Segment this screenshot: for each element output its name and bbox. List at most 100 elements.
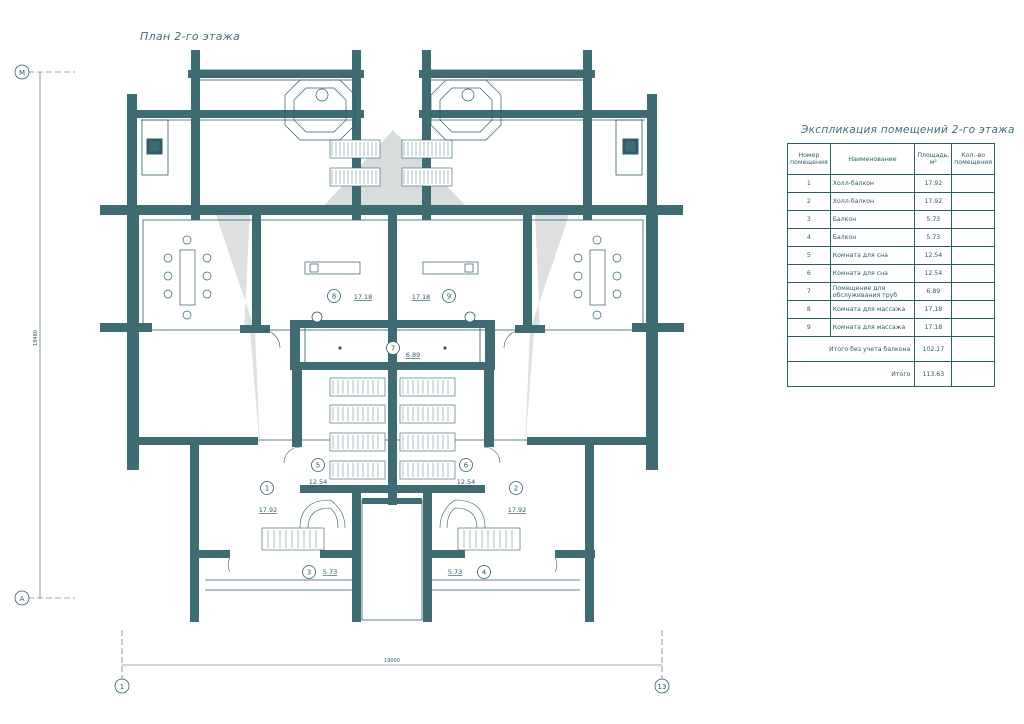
room-marker-circle: [302, 565, 316, 579]
row-count: [951, 228, 995, 247]
room-marker-circle: [327, 289, 341, 303]
total-row: Итого 113.63: [786, 361, 995, 387]
room-number: 4: [482, 569, 487, 577]
chimneys: [141, 119, 643, 176]
row-name: Помещение для обслуживания труб: [829, 282, 916, 301]
room-area: 17.18: [412, 293, 431, 301]
dimension-lines: [28, 71, 663, 682]
stairs: [261, 139, 521, 551]
stair-lines: [267, 142, 513, 548]
row-number: 3: [787, 210, 831, 229]
row-area: 17.92: [914, 174, 953, 193]
massage-tables: [304, 261, 479, 275]
row-number: 9: [787, 318, 831, 337]
row-area: 12.54: [914, 264, 953, 283]
row-number: 4: [787, 228, 831, 247]
row-name: Комната для массажа: [829, 300, 916, 319]
total-without-balcony-row: Итого без учета балкона 102.17: [786, 336, 995, 362]
row-count: [951, 246, 995, 265]
row-count: [951, 282, 995, 301]
height-dimension: 19480: [33, 330, 39, 346]
row-name: Комната для сна: [829, 246, 916, 265]
axis-label-left: 1: [120, 683, 124, 691]
row-number: 5: [787, 246, 831, 265]
row-count: [951, 210, 995, 229]
row-area: 5.73: [914, 228, 953, 247]
row-number: 1: [787, 174, 831, 193]
room-area: 17.18: [354, 293, 373, 301]
col-header-number: Номер помещения: [787, 143, 831, 175]
row-count: [951, 264, 995, 283]
row-area: 6.89: [914, 282, 953, 301]
fixtures: [311, 311, 476, 350]
room-number: 9: [447, 293, 451, 301]
room-area: 5.73: [323, 568, 337, 576]
axis-bubbles: [14, 64, 670, 694]
room-marker-circle: [386, 341, 400, 355]
spiral-stairs: [299, 499, 486, 529]
row-area: 17.92: [914, 192, 953, 211]
axis-bubble-right: [654, 678, 670, 694]
col-header-count: Кол.-во помещения: [951, 143, 995, 175]
axis-bubble-bottom: [14, 590, 30, 606]
width-dimension: 19000: [384, 658, 400, 664]
walls: [100, 50, 684, 622]
row-number: 2: [787, 192, 831, 211]
room-area: 12.54: [457, 478, 476, 486]
axis-bubble-left: [114, 678, 130, 694]
room-marker-circle: [509, 481, 523, 495]
row-count: [951, 192, 995, 211]
room-marker-circle: [311, 458, 325, 472]
row-area: 12.54: [914, 246, 953, 265]
row-number: 7: [787, 282, 831, 301]
room-number: 7: [391, 345, 395, 353]
row-area: 17.18: [914, 318, 953, 337]
room-number: 3: [307, 569, 311, 577]
room-number: 5: [316, 462, 320, 470]
row-area: 17.18: [914, 300, 953, 319]
total-without-balcony-value: 102.17: [914, 336, 953, 362]
row-name: Балкон: [829, 228, 916, 247]
room-number: 8: [332, 293, 336, 301]
room-marker-circle: [260, 481, 274, 495]
axis-label-right: 13: [658, 683, 667, 691]
row-name: Комната для сна: [829, 264, 916, 283]
col-header-area: Площадь, м²: [914, 143, 953, 175]
explication-table: Номер помещения Наименование Площадь, м²…: [786, 143, 995, 387]
dining-sets: [163, 235, 622, 320]
row-number: 8: [787, 300, 831, 319]
room-area: 17.92: [259, 506, 278, 514]
total-without-balcony-count: [951, 336, 995, 362]
explication-title: Экспликация помещений 2-го этажа: [801, 124, 1015, 136]
shaded-areas: [143, 130, 640, 450]
row-count: [951, 300, 995, 319]
row-number: 6: [787, 264, 831, 283]
room-number: 1: [265, 485, 269, 493]
axis-label-bottom: А: [20, 595, 25, 603]
room-area: 6.89: [406, 351, 420, 359]
row-name: Холл-балкон: [829, 174, 916, 193]
door-swings: [227, 329, 558, 573]
row-area: 5.73: [914, 210, 953, 229]
room-number: 2: [514, 485, 518, 493]
axis-bubble-top: [14, 64, 30, 80]
room-area: 5.73: [448, 568, 462, 576]
row-name: Комната для массажа: [829, 318, 916, 337]
room-number: 6: [464, 462, 469, 470]
plan-title: План 2-го этажа: [140, 30, 241, 43]
row-name: Холл-балкон: [829, 192, 916, 211]
axis-label-top: М: [19, 69, 25, 77]
hot-tubs: [284, 79, 502, 141]
room-marker-circle: [442, 289, 456, 303]
room-marker-circle: [477, 565, 491, 579]
total-label: Итого: [786, 361, 916, 387]
total-without-balcony-label: Итого без учета балкона: [786, 336, 916, 362]
